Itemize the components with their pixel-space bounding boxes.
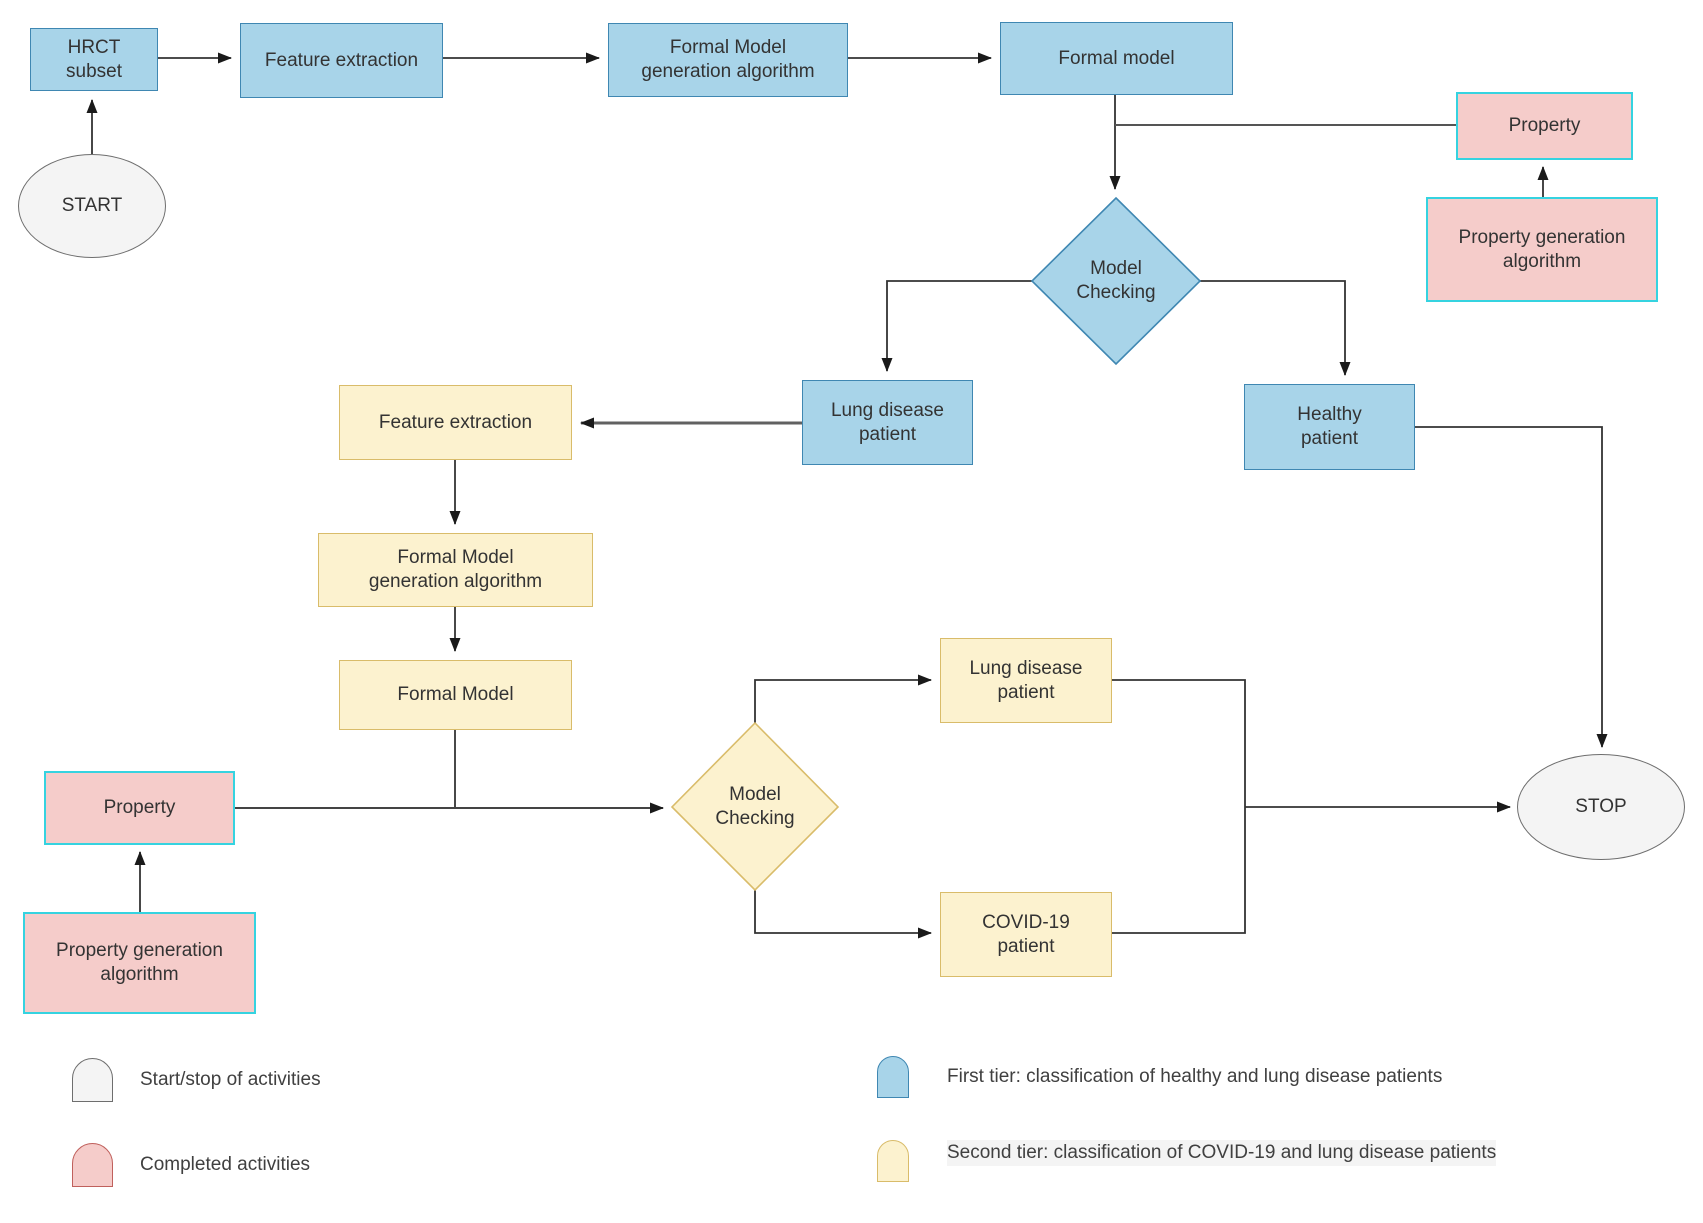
lung-disease-1-label: Lung disease patient (830, 399, 945, 445)
edge-healthy-patient-to-stop (1415, 426, 1608, 748)
property-generation-1-label: Property generation algorithm (1458, 226, 1626, 272)
feature-extraction-1-node: Feature extraction (240, 23, 443, 98)
formal-model-generation-1-node: Formal Model generation algorithm (608, 23, 848, 97)
formal-model-1-node: Formal model (1000, 22, 1233, 95)
lung-disease-2-label: Lung disease patient (969, 657, 1083, 703)
second-tier-shape-icon (877, 1140, 909, 1182)
model-checking-1-label-box: Model Checking (1046, 231, 1186, 331)
formal-model-2-node: Formal Model (339, 660, 572, 730)
covid-patient-node: COVID-19 patient (940, 892, 1112, 977)
legend-second-tier: Second tier: classification of COVID-19 … (877, 1140, 1497, 1182)
property-2-label: Property (103, 797, 176, 819)
property-2-node: Property (44, 771, 235, 845)
model-checking-2-label: Model Checking (715, 784, 795, 829)
stop-terminal: STOP (1517, 754, 1685, 860)
legend-first-tier-label: First tier: classification of healthy an… (947, 1066, 1443, 1088)
edge-model-checking-1-to-healthy-patient (1200, 280, 1351, 376)
stop-label: STOP (1575, 796, 1627, 818)
model-checking-2-diamond (670, 721, 840, 892)
feature-extraction-2-node: Feature extraction (339, 385, 572, 460)
formal-model-generation-2-node: Formal Model generation algorithm (318, 533, 593, 607)
edge-model-checking-2-to-covid-patient (754, 890, 932, 939)
formal-model-generation-1-label: Formal Model generation algorithm (641, 37, 815, 82)
legend-first-tier: First tier: classification of healthy an… (877, 1056, 1442, 1098)
legend-start-stop: Start/stop of activities (72, 1058, 321, 1102)
start-label: START (61, 195, 123, 217)
model-checking-1-label: Model Checking (1076, 258, 1156, 303)
feature-extraction-1-label: Feature extraction (264, 49, 419, 71)
legend-completed: Completed activities (72, 1143, 310, 1187)
legend-completed-label: Completed activities (140, 1154, 311, 1176)
lung-disease-1-node: Lung disease patient (802, 380, 973, 465)
property-generation-2-node: Property generation algorithm (23, 912, 256, 1014)
property-1-node: Property (1456, 92, 1633, 160)
hrct-subset-label: HRCT subset (66, 36, 122, 82)
legend-start-stop-label: Start/stop of activities (140, 1069, 321, 1091)
hrct-subset-node: HRCT subset (30, 28, 158, 91)
healthy-patient-label: Healthy patient (1297, 404, 1362, 449)
first-tier-shape-icon (877, 1056, 909, 1098)
formal-model-generation-2-label: Formal Model generation algorithm (368, 547, 543, 592)
model-checking-1-diamond (1030, 196, 1202, 366)
formal-model-1-label: Formal model (1058, 47, 1175, 69)
start-stop-shape-icon (72, 1058, 113, 1102)
healthy-patient-node: Healthy patient (1244, 384, 1415, 470)
property-generation-1-node: Property generation algorithm (1426, 197, 1658, 302)
start-terminal: START (18, 154, 166, 258)
legend-second-tier-label: Second tier: classification of COVID-19 … (947, 1140, 1497, 1166)
property-1-label: Property (1508, 115, 1581, 137)
completed-shape-icon (72, 1143, 113, 1187)
edge-model-checking-2-to-lung-disease-2 (754, 674, 932, 723)
covid-patient-label: COVID-19 patient (982, 911, 1070, 957)
lung-disease-2-node: Lung disease patient (940, 638, 1112, 723)
property-generation-2-label: Property generation algorithm (56, 940, 223, 985)
feature-extraction-2-label: Feature extraction (378, 411, 533, 433)
formal-model-2-label: Formal Model (397, 684, 514, 706)
edge-merge-outcomes (1112, 679, 1246, 934)
model-checking-2-label-box: Model Checking (685, 757, 825, 857)
edge-model-checking-1-to-lung-disease-1 (881, 280, 1032, 372)
